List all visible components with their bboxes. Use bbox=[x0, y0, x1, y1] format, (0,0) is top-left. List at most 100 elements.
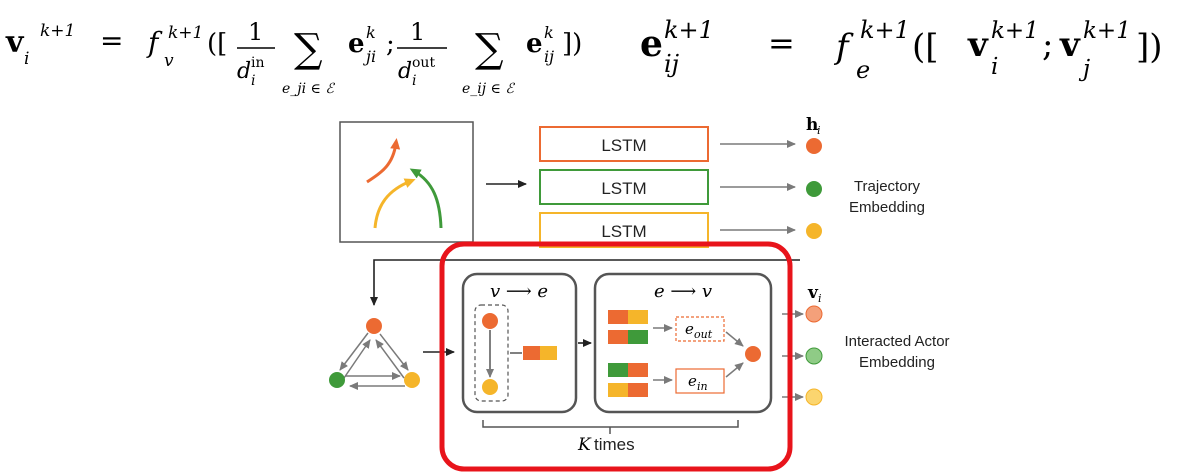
v-to-e-node-orange bbox=[482, 313, 498, 329]
graph-edge-left-to-top bbox=[343, 339, 371, 379]
eq1-frac2-den-sub: i bbox=[412, 73, 416, 89]
e-in-label-sub: in bbox=[697, 380, 708, 393]
v-to-e-edge-feature bbox=[523, 346, 557, 360]
h-label-sub: i bbox=[817, 124, 821, 137]
e-in-aggregator-box bbox=[675, 368, 725, 394]
eq1-frac2-num: 1 bbox=[410, 18, 425, 46]
h-node-orange bbox=[806, 138, 822, 154]
e-in-to-node-arrow bbox=[725, 362, 744, 378]
eq2-semicolon: ; bbox=[1042, 25, 1053, 65]
eq1-sum1: ∑ bbox=[294, 26, 323, 72]
e-to-v-box bbox=[593, 272, 773, 414]
trajectory-embedding-label-1: Trajectory bbox=[854, 178, 921, 195]
eq2-lhs-sub: ij bbox=[664, 50, 680, 78]
eq2-v1-sup: k+1 bbox=[991, 18, 1039, 44]
e-in-label: e bbox=[688, 372, 697, 390]
eq1-eterm1-sup: k bbox=[366, 23, 376, 42]
h-label: h bbox=[806, 115, 818, 135]
in-edge-1-orange bbox=[628, 363, 648, 377]
v-node-green bbox=[805, 347, 823, 365]
eq2-v2: v bbox=[1059, 25, 1081, 65]
eq1-equals: = bbox=[100, 24, 123, 57]
interacted-actor-label-1: Interacted Actor bbox=[844, 333, 949, 350]
eq1-eterm1-sub: ji bbox=[363, 47, 376, 66]
out-edge-1-orange bbox=[608, 310, 628, 324]
eq1-frac1-num: 1 bbox=[248, 18, 263, 46]
eq2-func: f bbox=[833, 27, 854, 67]
eq2-close: ]) bbox=[1136, 27, 1163, 67]
eq2-v1: v bbox=[967, 25, 989, 65]
graph-edge-top-to-right bbox=[379, 333, 409, 371]
eq2-v2-sub: j bbox=[1078, 56, 1090, 82]
eq2-equals: = bbox=[768, 24, 795, 62]
eq2-lhs-sup: k+1 bbox=[664, 16, 714, 44]
eq1-lhs-sup: k+1 bbox=[40, 21, 75, 41]
e-out-label: e bbox=[685, 320, 694, 338]
trajectory-to-graph-connector bbox=[370, 259, 800, 306]
v-to-e-title: v ⟶ e bbox=[490, 281, 548, 302]
v-label: v bbox=[807, 283, 819, 303]
eq1-eterm2-sub: ij bbox=[544, 47, 554, 66]
v-node-orange bbox=[805, 305, 823, 323]
eq1-lhs: v bbox=[5, 25, 25, 60]
out-edge-2-orange bbox=[608, 330, 628, 344]
lstm-label-yellow: LSTM bbox=[601, 222, 646, 241]
in-edge-2-yellow bbox=[608, 383, 628, 397]
out-edge-1-yellow bbox=[628, 310, 648, 324]
k-times-brace bbox=[482, 420, 739, 428]
v-to-e-dashed-pair bbox=[474, 304, 509, 402]
graph-node-green bbox=[329, 372, 345, 388]
eq1-eterm1: e bbox=[348, 29, 365, 59]
trajectory-embedding-label-2: Embedding bbox=[849, 199, 925, 216]
v-to-e-node-yellow bbox=[482, 379, 498, 395]
orange-trajectory-curve bbox=[366, 138, 401, 184]
eq1-func-sub: v bbox=[164, 51, 174, 71]
e-to-v-title: e ⟶ v bbox=[654, 281, 712, 302]
eq2-func-sub: e bbox=[856, 56, 870, 84]
eq1-sum2: ∑ bbox=[475, 26, 504, 72]
lstm-box-green bbox=[539, 169, 709, 205]
eq2-v2-sup: k+1 bbox=[1083, 18, 1131, 44]
eq1-eterm2-sup: k bbox=[544, 23, 554, 42]
edge-update-equation: e k+1 ij = f k+1 e ([ v k+1 i ; v k+1 j … bbox=[640, 16, 1163, 84]
eq1-sum1-sub: e_ji ∈ ℰ bbox=[282, 81, 335, 97]
out-edge-2-green bbox=[628, 330, 648, 344]
eq1-frac2-den: d bbox=[398, 59, 412, 84]
eq2-v1-sub: i bbox=[991, 54, 998, 80]
green-trajectory-curve bbox=[409, 168, 443, 229]
eq1-frac1-den-sup: in bbox=[251, 55, 265, 71]
eq1-sum2-sub: e_ij ∈ ℰ bbox=[462, 81, 515, 97]
lstm-box-yellow bbox=[539, 212, 709, 248]
lstm-label-orange: LSTM bbox=[601, 136, 646, 155]
k-times-text: times bbox=[594, 435, 635, 454]
e-out-label-sub: out bbox=[694, 328, 713, 341]
interacted-actor-label-2: Embedding bbox=[859, 354, 935, 371]
in-edge-2-orange bbox=[628, 383, 648, 397]
eq1-lhs-sub: i bbox=[24, 49, 29, 69]
eq1-close: ]) bbox=[562, 29, 582, 59]
lstm-label-green: LSTM bbox=[601, 179, 646, 198]
eq1-frac1-den-sub: i bbox=[251, 73, 255, 89]
eq1-eterm2: e bbox=[526, 29, 543, 59]
eq1-frac2-den-sup: out bbox=[412, 55, 435, 71]
eq1-semicolon: ; bbox=[386, 29, 395, 59]
graph-edge-right-to-top bbox=[375, 339, 405, 379]
eq2-lhs: e bbox=[640, 23, 663, 65]
e-to-v-out-edges bbox=[608, 310, 648, 344]
eq1-frac1-den: d bbox=[237, 59, 251, 84]
v-to-e-edge-yellow-cell bbox=[540, 346, 557, 360]
e-to-v-in-edges bbox=[608, 363, 648, 397]
h-node-yellow bbox=[806, 223, 822, 239]
v-to-e-edge-orange-cell bbox=[523, 346, 540, 360]
eq1-func: f bbox=[146, 26, 163, 59]
eq1-open: ([ bbox=[207, 29, 227, 59]
lstm-box-orange bbox=[539, 126, 709, 162]
v-label-sub: i bbox=[818, 292, 822, 305]
eq1-func-sup: k+1 bbox=[168, 23, 203, 43]
e-to-v-output-node bbox=[745, 346, 761, 362]
graph-edge-top-to-left bbox=[339, 332, 369, 371]
k-times-k: K bbox=[577, 435, 592, 455]
graph-node-yellow bbox=[404, 372, 420, 388]
v-node-yellow bbox=[805, 388, 823, 406]
yellow-trajectory-curve bbox=[373, 178, 416, 229]
